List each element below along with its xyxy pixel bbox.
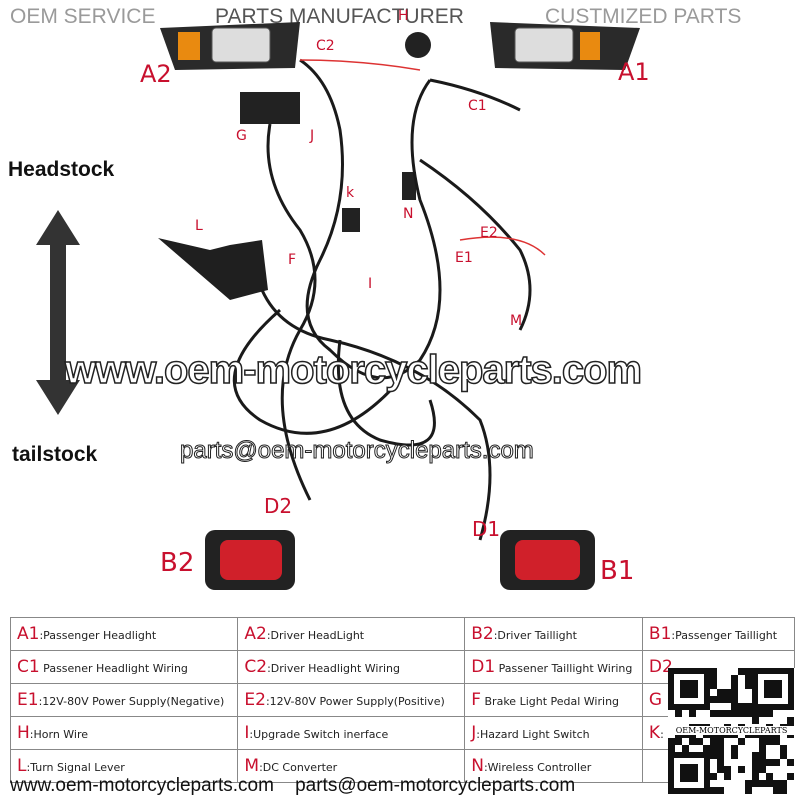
- legend-text: :Driver Headlight Wiring: [267, 662, 400, 675]
- legend-cell: F Brake Light Pedal Wiring: [464, 683, 643, 717]
- taillight-b2: [205, 530, 295, 590]
- label-b1: B1: [600, 556, 635, 586]
- legend-text: :Driver Taillight: [493, 629, 577, 642]
- legend-key: H: [17, 723, 30, 743]
- legend-cell: A1:Passenger Headlight: [9, 617, 239, 651]
- legend-key: G: [648, 690, 663, 710]
- turn-signal-lever: [158, 238, 268, 300]
- footer: www.oem-motorcycleparts.com parts@oem-mo…: [10, 775, 575, 797]
- legend-key: B1: [648, 624, 672, 644]
- legend-cell: J:Hazard Light Switch: [464, 716, 643, 750]
- legend-key: A1: [17, 624, 40, 644]
- legend-text: Passener Headlight Wiring: [39, 662, 188, 675]
- legend-key: D2: [648, 657, 673, 677]
- header-customized-parts: CUSTMIZED PARTS: [545, 5, 742, 28]
- label-a1: A1: [618, 58, 650, 86]
- horn: [405, 32, 431, 58]
- legend-cell: A2:Driver HeadLight: [237, 617, 466, 651]
- hazard-switch-k: [342, 208, 360, 232]
- footer-site: www.oem-motorcycleparts.com: [10, 775, 274, 796]
- label-k: k: [346, 185, 355, 201]
- footer-email: parts@oem-motorcycleparts.com: [295, 775, 576, 796]
- legend-cell: N:Wireless Controller: [464, 749, 643, 783]
- legend-cell: D1 Passener Taillight Wiring: [464, 650, 643, 684]
- legend-text: :Passenger Headlight: [39, 629, 157, 642]
- watermark-site: www.oem-motorcycleparts.com: [64, 347, 643, 393]
- label-b2: B2: [160, 548, 195, 578]
- legend-key: E1: [17, 690, 39, 710]
- legend-key: N: [471, 756, 484, 776]
- label-d1: D1: [472, 517, 501, 541]
- legend-key: E2: [244, 690, 266, 710]
- label-h: H: [398, 8, 409, 24]
- legend-cell: E2:12V-80V Power Supply(Positive): [237, 683, 466, 717]
- label-c2: C2: [316, 38, 335, 54]
- wireless-receiver-g: [240, 92, 300, 124]
- legend-key: M: [244, 756, 260, 776]
- legend-key: C2: [244, 657, 268, 677]
- label-f: F: [288, 252, 297, 268]
- legend-cell: C2:Driver Headlight Wiring: [237, 650, 466, 684]
- wire-harness: [232, 58, 532, 541]
- legend-key: K: [648, 723, 661, 743]
- legend-text: :Passenger Taillight: [671, 629, 778, 642]
- legend-text: :Turn Signal Lever: [26, 761, 125, 774]
- legend-key: F: [471, 690, 482, 710]
- legend-text: :Driver HeadLight: [266, 629, 365, 642]
- direction-arrow: [36, 210, 80, 415]
- legend-text: :12V-80V Power Supply(Negative): [38, 695, 225, 708]
- legend-cell: C1 Passener Headlight Wiring: [9, 650, 239, 684]
- wireless-controller-n: [402, 172, 416, 200]
- legend-key: B2: [471, 624, 494, 644]
- headlight-a1: [490, 22, 640, 70]
- headstock-label: Headstock: [8, 158, 115, 181]
- label-e2: E2: [480, 225, 498, 241]
- legend-key: D1: [471, 657, 496, 677]
- tailstock-label: tailstock: [12, 443, 98, 466]
- label-c1: C1: [468, 98, 487, 114]
- header-oem-service: OEM SERVICE: [10, 5, 156, 28]
- legend-text: :Upgrade Switch inerface: [249, 728, 389, 741]
- legend-text: Passener Taillight Wiring: [495, 662, 633, 675]
- legend-text: :Hazard Light Switch: [476, 728, 590, 741]
- legend-cell: B1:Passenger Taillight: [641, 617, 796, 651]
- label-d2: D2: [264, 494, 293, 518]
- legend-text: :: [660, 728, 664, 741]
- watermark-email: parts@oem-motorcycleparts.com: [180, 437, 535, 465]
- legend-key: I: [244, 723, 250, 743]
- legend-cell: H:Horn Wire: [9, 716, 239, 750]
- label-e1: E1: [455, 250, 473, 266]
- label-l: L: [195, 218, 203, 234]
- label-i: I: [368, 276, 373, 292]
- legend-text: :DC Converter: [259, 761, 338, 774]
- label-m: M: [510, 313, 523, 329]
- legend-cell: I:Upgrade Switch inerface: [237, 716, 466, 750]
- qr-caption: OEM-MOTORCYCLEPARTS: [668, 726, 795, 735]
- legend-text: :Wireless Controller: [483, 761, 592, 774]
- header-parts-manufacturer: PARTS MANUFACTURER: [215, 5, 464, 28]
- legend-cell: B2:Driver Taillight: [464, 617, 643, 651]
- legend-text: Brake Light Pedal Wiring: [481, 695, 620, 708]
- label-n: N: [403, 206, 414, 222]
- wiring-diagram: [36, 22, 640, 590]
- label-j: J: [310, 128, 315, 144]
- legend-cell: E1:12V-80V Power Supply(Negative): [9, 683, 239, 717]
- legend-cell: M:DC Converter: [237, 749, 466, 783]
- legend-text: :Horn Wire: [29, 728, 89, 741]
- legend-cell: L:Turn Signal Lever: [9, 749, 239, 783]
- legend-key: A2: [244, 624, 267, 644]
- legend-key: J: [471, 723, 477, 743]
- label-g: G: [236, 128, 247, 144]
- legend-text: :12V-80V Power Supply(Positive): [265, 695, 445, 708]
- legend-key: L: [17, 756, 27, 776]
- taillight-b1: [500, 530, 595, 590]
- qr-code: OEM-MOTORCYCLEPARTS: [668, 668, 795, 795]
- legend-key: C1: [17, 657, 40, 677]
- label-a2: A2: [140, 60, 172, 88]
- headlight-a2: [160, 22, 300, 70]
